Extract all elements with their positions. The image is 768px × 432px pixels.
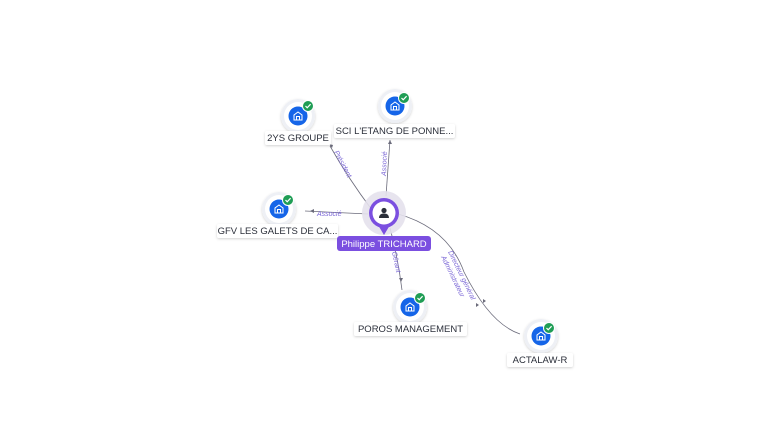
company-node-sci[interactable] [378, 89, 412, 123]
check-icon [302, 100, 314, 112]
building-icon-glyph [390, 101, 400, 111]
company-label-gfv[interactable]: GFV LES GALETS DE CA... [217, 224, 338, 238]
arrow-actalaw-1 [476, 303, 479, 307]
building-icon-glyph [293, 111, 303, 121]
company-node-poros[interactable] [393, 290, 427, 324]
building-icon-glyph [536, 331, 546, 341]
svg-text:GFV LES GALETS DE CA...: GFV LES GALETS DE CA... [218, 226, 338, 237]
building-icon-glyph [274, 204, 284, 214]
svg-text:2YS GROUPE: 2YS GROUPE [267, 133, 329, 144]
edge-label-poros: Gérant [390, 251, 402, 274]
edge-label-gfv: Associé [316, 211, 342, 218]
arrow-gfv [310, 209, 314, 213]
company-node-2ys[interactable] [281, 99, 315, 133]
svg-text:Philippe TRICHARD: Philippe TRICHARD [341, 239, 426, 250]
company-node-gfv[interactable] [262, 192, 296, 226]
company-label-2ys[interactable]: 2YS GROUPE [265, 131, 331, 145]
check-icon [414, 292, 426, 304]
arrow-sci [388, 140, 392, 144]
edge-actalaw [397, 213, 521, 335]
company-label-actalaw[interactable]: ACTALAW-R [507, 353, 573, 367]
svg-text:POROS MANAGEMENT: POROS MANAGEMENT [358, 324, 463, 335]
svg-text:ACTALAW-R: ACTALAW-R [513, 355, 568, 366]
arrow-actalaw-2 [483, 299, 486, 303]
building-icon-glyph [405, 302, 415, 312]
arrow-poros [399, 278, 403, 282]
edge-label-2ys: Président [332, 150, 353, 180]
person-node[interactable] [362, 191, 406, 235]
person-label[interactable]: Philippe TRICHARD [337, 236, 431, 251]
check-icon [398, 92, 410, 104]
company-label-sci[interactable]: SCI L'ETANG DE PONNE... [334, 124, 455, 138]
person-icon [379, 207, 389, 218]
arrow-2ys [329, 144, 333, 148]
edge-label-sci: Associé [381, 151, 389, 177]
check-icon [543, 322, 555, 334]
company-label-poros[interactable]: POROS MANAGEMENT [354, 322, 467, 336]
check-icon [282, 194, 294, 206]
svg-text:SCI L'ETANG DE PONNE...: SCI L'ETANG DE PONNE... [336, 126, 454, 137]
edge-gfv [304, 210, 369, 215]
company-node-actalaw[interactable] [524, 319, 558, 353]
